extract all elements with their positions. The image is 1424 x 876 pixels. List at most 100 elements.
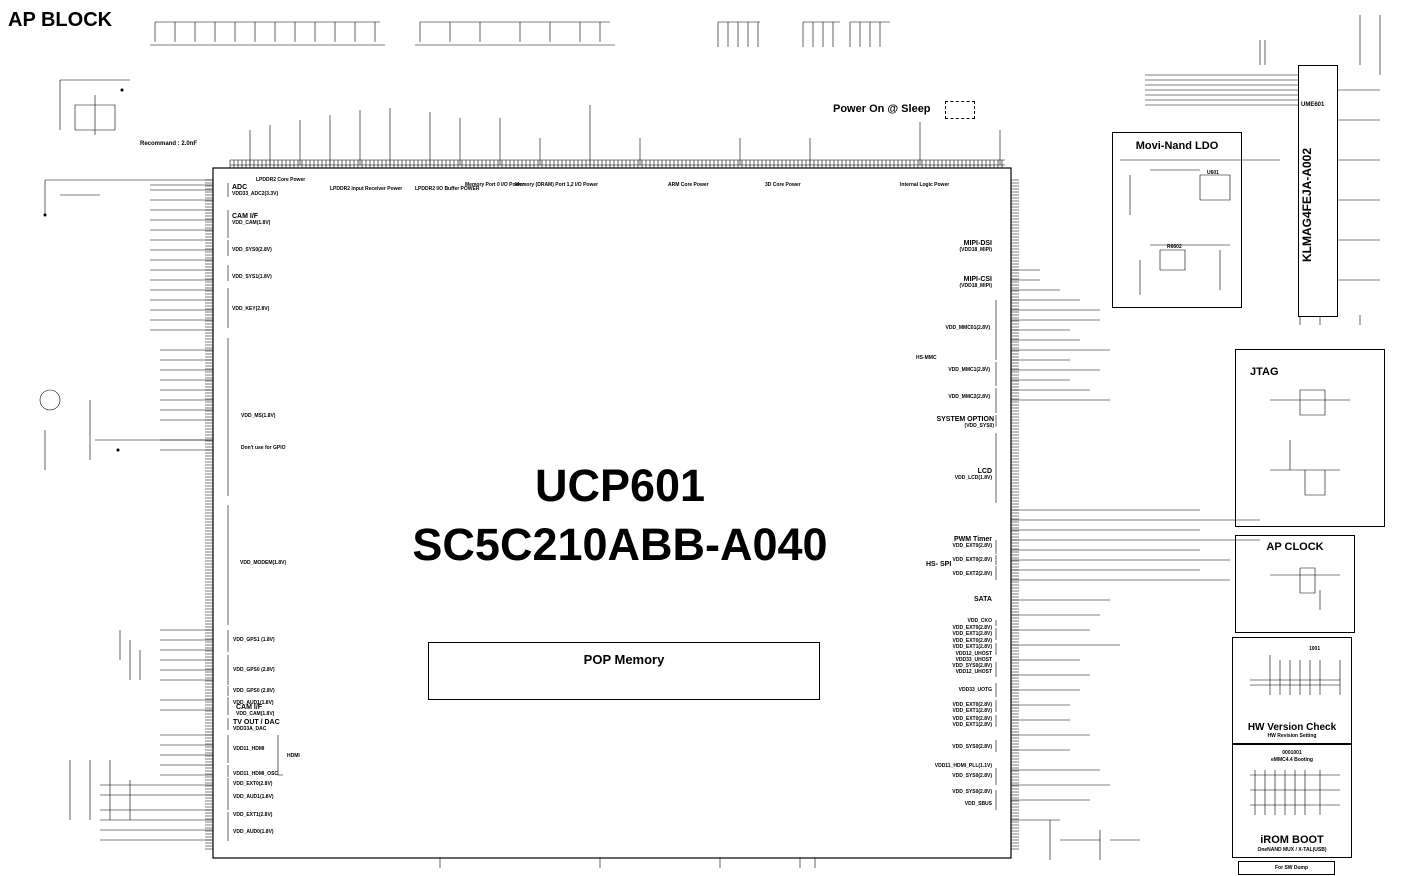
movi-nand-title: Movi-Nand LDO: [1135, 140, 1219, 152]
domain-sys-option: SYSTEM OPTION: [936, 416, 994, 423]
domain-ext-b-sub: VDD_EXT1(2.8V): [952, 644, 992, 650]
domain-pwm: PWM Timer: [954, 536, 992, 543]
domain-gpio-note: Don't use for GPIO: [241, 445, 286, 451]
lpddr2-input-label: LPDDR2 Input Receiver Power: [330, 186, 403, 192]
hw-version-sub: HW Revision Setting: [1267, 733, 1317, 739]
domain-cko: VDD_CKO: [967, 618, 992, 624]
sw-dump-box: For SW Dump: [1238, 861, 1335, 875]
domain-adc: ADC: [232, 184, 248, 191]
movi-nand-ldo-box: Movi-Nand LDO U601 R6602: [1112, 132, 1242, 308]
domain-cam: CAM I/F: [232, 213, 259, 220]
hs-spi-label: HS- SPI: [926, 561, 952, 568]
domain-sys-option-sub: (VDD_SYS0): [964, 423, 994, 429]
mem-port12-label: Memory (DRAM) Port 1,2 I/O Power: [515, 182, 599, 188]
domain-aud0: VDD_AUD0(1.8V): [233, 829, 274, 835]
ap-clock-title: AP CLOCK: [1266, 541, 1324, 553]
domain-cam-sub: VDD_CAM(1.8V): [232, 220, 271, 226]
domain-hdmi-pll: VDD11_HDMI_PLL(1.1V): [934, 763, 992, 769]
movi-r6602: R6602: [1167, 244, 1182, 250]
domain-ext-d: VDD_EXT0(2.8V): [952, 716, 992, 722]
page-title: AP BLOCK: [8, 9, 113, 31]
domain-tvout: TV OUT / DAC: [233, 719, 280, 726]
hw-version-code: 1001: [1309, 646, 1321, 652]
irom-sub1: eMMC4.4 Booting: [1271, 757, 1313, 763]
domain-mmc2: VDD_MMC2(2.8V): [948, 394, 990, 400]
hw-version-title: HW Version Check: [1247, 722, 1337, 733]
domain-hdmi-osc: VDD11_HDMI_OSC: [233, 771, 279, 777]
domain-mmc1: VDD_MMC1(2.8V): [948, 367, 990, 373]
power-on-sleep-label: Power On @ Sleep: [833, 103, 931, 115]
domain-mmc01: VDD_MMC01(2.8V): [945, 325, 990, 331]
core-3d-label: 3D Core Power: [765, 182, 801, 188]
sw-dump-label: For SW Dump: [1275, 865, 1309, 871]
mem-port0-label: Memory Port 0 I/O Power: [465, 182, 525, 188]
domain-cam2: CAM I/F: [236, 704, 263, 711]
recommand-note: Recommand : 2.0nF: [140, 141, 198, 147]
domain-ms: VDD_MS(1.8V): [241, 413, 276, 419]
irom-title: iROM BOOT: [1260, 834, 1324, 846]
domain-tvout-sub: VDD33A_DAC: [233, 726, 267, 732]
domain-uhost12b: VDD12_UHOST: [955, 669, 992, 675]
domain-ext-a: VDD_EXT0(2.8V): [952, 625, 992, 631]
hw-version-box: 1001 HW Version Check HW Revision Settin…: [1232, 637, 1352, 745]
domain-sbus: VDD_SBUS: [964, 801, 992, 807]
domain-ext2: VDD_EXT2(2.8V): [952, 571, 992, 577]
domain-modem: VDD_MODEM(1.8V): [240, 560, 287, 566]
pop-memory-label: POP Memory: [583, 652, 665, 667]
domain-sata: SATA: [973, 596, 992, 603]
chip-name: UCP601: [534, 460, 706, 511]
domain-lcd-sub: VDD_LCD(1.8V): [954, 475, 992, 481]
ap-clock-box: AP CLOCK: [1235, 535, 1355, 633]
domain-ext1: VDD_EXT1(2.8V): [233, 812, 273, 818]
domain-ext-d-sub: VDD_EXT1(2.8V): [952, 722, 992, 728]
domain-mipi-dsi: MIPI-DSI: [963, 240, 992, 247]
movi-u601: U601: [1207, 170, 1219, 176]
jtag-box: JTAG: [1235, 349, 1385, 527]
domain-hdmi: VDD11_HDMI: [233, 746, 265, 752]
lpddr2-core-label: LPDDR2 Core Power: [256, 177, 306, 183]
irom-boot-box: 0001001 eMMC4.4 Booting iROM BOOT OneNAN…: [1232, 743, 1352, 858]
arm-core-label: ARM Core Power: [668, 182, 709, 188]
ume601-part: KLMAG4FEJA-A002: [1300, 147, 1314, 263]
domain-gps0: VDD_GPS0 (2.8V): [233, 667, 275, 673]
domain-ext-c: VDD_EXT0(2.8V): [952, 702, 992, 708]
domain-mipi-dsi-sub: (VDD18_MIPI): [959, 247, 992, 253]
lpddr2-io-label: LPDDR2 I/O Buffer POWER: [415, 186, 480, 192]
domain-gps0b: VDD_GPS0 (2.8V): [233, 688, 275, 694]
irom-code: 0001001: [1282, 750, 1302, 756]
ume601-ref: UME601: [1301, 102, 1325, 108]
ume601-chip: UME601: [1298, 65, 1338, 317]
domain-mipi-csi: MIPI-CSI: [963, 276, 992, 283]
hs-mmc-label: HS-MMC: [916, 355, 937, 361]
jtag-title: JTAG: [1250, 366, 1279, 378]
domain-uhost12: VDD12_UHOST: [955, 651, 992, 657]
internal-logic-label: Internal Logic Power: [900, 182, 950, 188]
domain-uhost33: VDD33_UHOST: [955, 657, 992, 663]
domain-ext-a-sub: VDD_EXT1(2.8V): [952, 631, 992, 637]
domain-key: VDD_KEY(2.8V): [232, 306, 270, 312]
hdmi-group-label: HDMI: [287, 753, 300, 759]
domain-ext-c-sub: VDD_EXT1(2.8V): [952, 708, 992, 714]
domain-ext-b: VDD_EXT0(2.8V): [952, 638, 992, 644]
domain-aud1: VDD_AUD1(1.8V): [233, 700, 274, 706]
domain-ext0: VDD_EXT0(2.8V): [233, 781, 273, 787]
domain-pwm-sub: VDD_EXT0(2.8V): [952, 543, 992, 549]
pop-memory-box: POP Memory: [428, 642, 820, 700]
domain-sys0-r: VDD_SYS0(2.8V): [952, 663, 992, 669]
domain-adc-sub: VDD33_ADC2(3.3V): [232, 191, 279, 197]
domain-sys0-r2: VDD_SYS0(2.8V): [952, 744, 992, 750]
domain-sys0: VDD_SYS0(2.8V): [232, 247, 272, 253]
power-on-sleep-marker: [945, 101, 975, 119]
chip-part-number: SC5C210ABB-A040: [412, 519, 828, 570]
domain-ext0-spi: VDD_EXT0(2.8V): [952, 557, 992, 563]
domain-sys1: VDD_SYS1(1.8V): [232, 274, 272, 280]
domain-sys0-r3: VDD_SYS0(2.8V): [952, 773, 992, 779]
domain-sys0-r4: VDD_SYS0(2.8V): [952, 789, 992, 795]
domain-gps1: VDD_GPS1 (1.8V): [233, 637, 275, 643]
domain-lcd: LCD: [977, 468, 992, 475]
domain-cam2-sub: VDD_CAM(1.8V): [236, 711, 275, 717]
domain-mipi-csi-sub: (VDD18_MIPI): [959, 283, 992, 289]
domain-uotg: VDD33_UOTG: [958, 687, 992, 693]
domain-aud1b: VDD_AUD1(1.8V): [233, 794, 274, 800]
